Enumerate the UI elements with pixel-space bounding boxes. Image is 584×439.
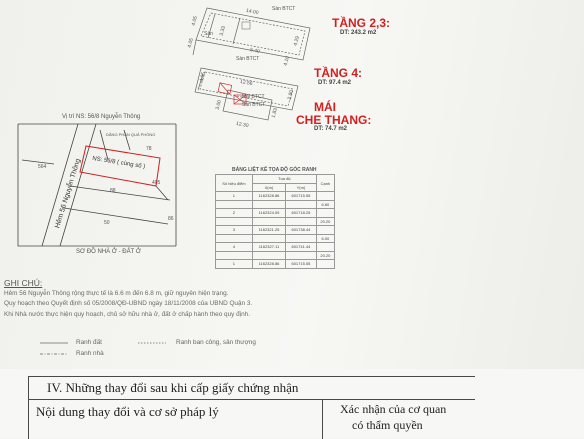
site-location: Vị trí NS: 56/8 Nguyễn Thông: [62, 114, 141, 120]
coord-subheader: Y(m): [285, 182, 317, 192]
plan-tang-4: [194, 67, 299, 111]
coord-table-title: BẢNG LIỆT KÊ TỌA ĐỘ GÓC RANH: [232, 167, 317, 173]
plan-label-san-btct: Sàn BTCT: [272, 6, 296, 12]
floor-mai-area: DT: 74.7 m2: [314, 126, 348, 132]
coord-header: Cạnh: [315, 174, 336, 192]
neighbor-label: 50: [104, 220, 110, 226]
legend-ranh-nha: Ranh nhà: [76, 350, 104, 357]
table-row: 20.20: [215, 250, 336, 260]
legend-ranh-ban-cong: Ranh ban công, sân thượng: [176, 339, 256, 346]
plan-label-san-btct-3: Sàn BTCT: [242, 102, 266, 108]
coord-header: Số hiệu điểm: [215, 174, 253, 192]
table-row: 6.60: [215, 199, 336, 209]
section-iv: IV. Những thay đổi sau khi cấp giấy chứn…: [0, 369, 584, 439]
site-plan: [17, 123, 177, 247]
floor-tang-2-3-name: TẦNG 2,3:: [332, 16, 391, 30]
site-top-label: DÃNG PHẦN QUẢ PHÒNG: [106, 132, 156, 137]
plan-tang-2-3: [192, 7, 311, 61]
neighbor-label: 405: [152, 180, 161, 186]
note-line: Quy hoạch theo Quyết định số 05/2008/QĐ-…: [4, 300, 253, 308]
table-row: 20.20: [215, 216, 336, 226]
coord-subheader: X(m): [251, 182, 287, 192]
plan-label-san: Sàn: [204, 31, 213, 37]
neighbor-label: 86: [168, 216, 174, 222]
plan-label-san-btct-2: Sàn BTCT: [236, 56, 260, 62]
legend-ranh-dat: Ranh đất: [76, 339, 102, 346]
plan-label-mai-btct: Mái BTCT: [242, 94, 265, 100]
section-iv-body-row: [28, 399, 475, 439]
table-row: 6.00: [215, 233, 336, 243]
notes-block: GHI CHÚ: Hẻm 56 Nguyễn Thông rộng thực t…: [4, 278, 252, 320]
neighbor-label: 78: [146, 146, 152, 152]
section-iv-title: IV. Những thay đổi sau khi cấp giấy chứn…: [47, 380, 299, 395]
note-line: Hẻm 56 Nguyễn Thông rộng thực tế là 6.6 …: [4, 289, 229, 297]
floor-mai-name2: CHE THANG:: [296, 113, 372, 127]
neighbor-label: 564: [38, 164, 47, 170]
floor-tang-4-area: DT: 97.4 m2: [318, 80, 352, 86]
coord-header: Tọa độ: [251, 174, 317, 184]
section-iv-header-row: IV. Những thay đổi sau khi cấp giấy chứn…: [28, 376, 475, 400]
neighbor-label: 88: [110, 188, 116, 194]
floor-tang-4-name: TẦNG 4:: [314, 66, 362, 80]
site-title: SƠ ĐỒ NHÀ Ở - ĐẤT Ở: [76, 249, 141, 255]
plan-mai: [217, 82, 273, 121]
notes-heading: GHI CHÚ:: [4, 278, 43, 288]
section-iv-col2-line2: có thẩm quyền: [352, 418, 423, 432]
section-iv-column-divider: [322, 399, 323, 439]
note-line: Khi Nhà nước thực hiện quy hoạch, chủ sở…: [4, 310, 250, 318]
legend-lines: [40, 342, 166, 355]
section-iv-col2-line1: Xác nhận của cơ quan: [340, 402, 447, 416]
floor-mai-name: MÁI: [314, 100, 336, 114]
section-iv-col1: Nội dung thay đổi và cơ sở pháp lý: [36, 404, 219, 419]
floor-tang-2-3-area: DT: 243.2 m2: [340, 30, 377, 36]
